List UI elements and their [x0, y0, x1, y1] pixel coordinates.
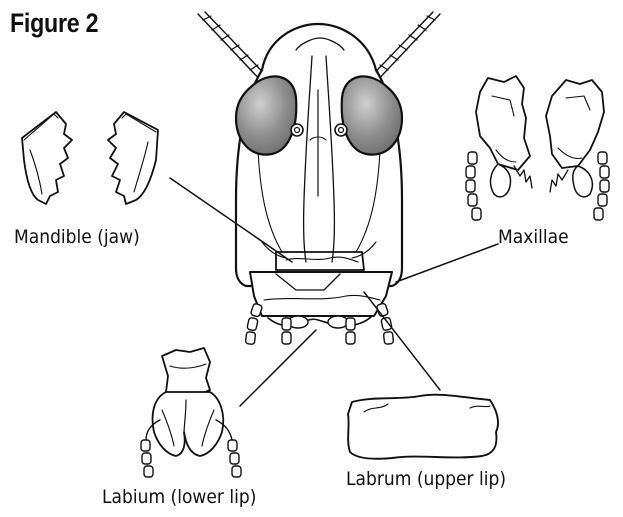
labium-drawing — [141, 348, 241, 477]
right-mandible — [108, 112, 158, 204]
labrum-drawing — [348, 395, 498, 459]
right-compound-eye — [342, 76, 402, 154]
left-compound-eye — [236, 76, 296, 154]
maxillae-drawing — [466, 76, 609, 220]
maxillae-leader-line — [396, 244, 498, 282]
labium-prementum — [162, 348, 210, 396]
labrum-label: Labrum (upper lip) — [346, 468, 506, 490]
left-mandible — [22, 112, 72, 204]
mandible-drawing — [22, 112, 158, 204]
labium-lobes — [153, 392, 224, 456]
labrum-on-head — [250, 272, 392, 316]
labrum-leader-line — [364, 292, 440, 390]
right-maxilla — [546, 80, 604, 168]
labium-label: Labium (lower lip) — [102, 486, 256, 508]
figure-title: Figure 2 — [10, 8, 98, 39]
grasshopper-head — [198, 12, 440, 344]
mandible-label: Mandible (jaw) — [14, 226, 140, 248]
maxillae-label: Maxillae — [498, 226, 569, 248]
